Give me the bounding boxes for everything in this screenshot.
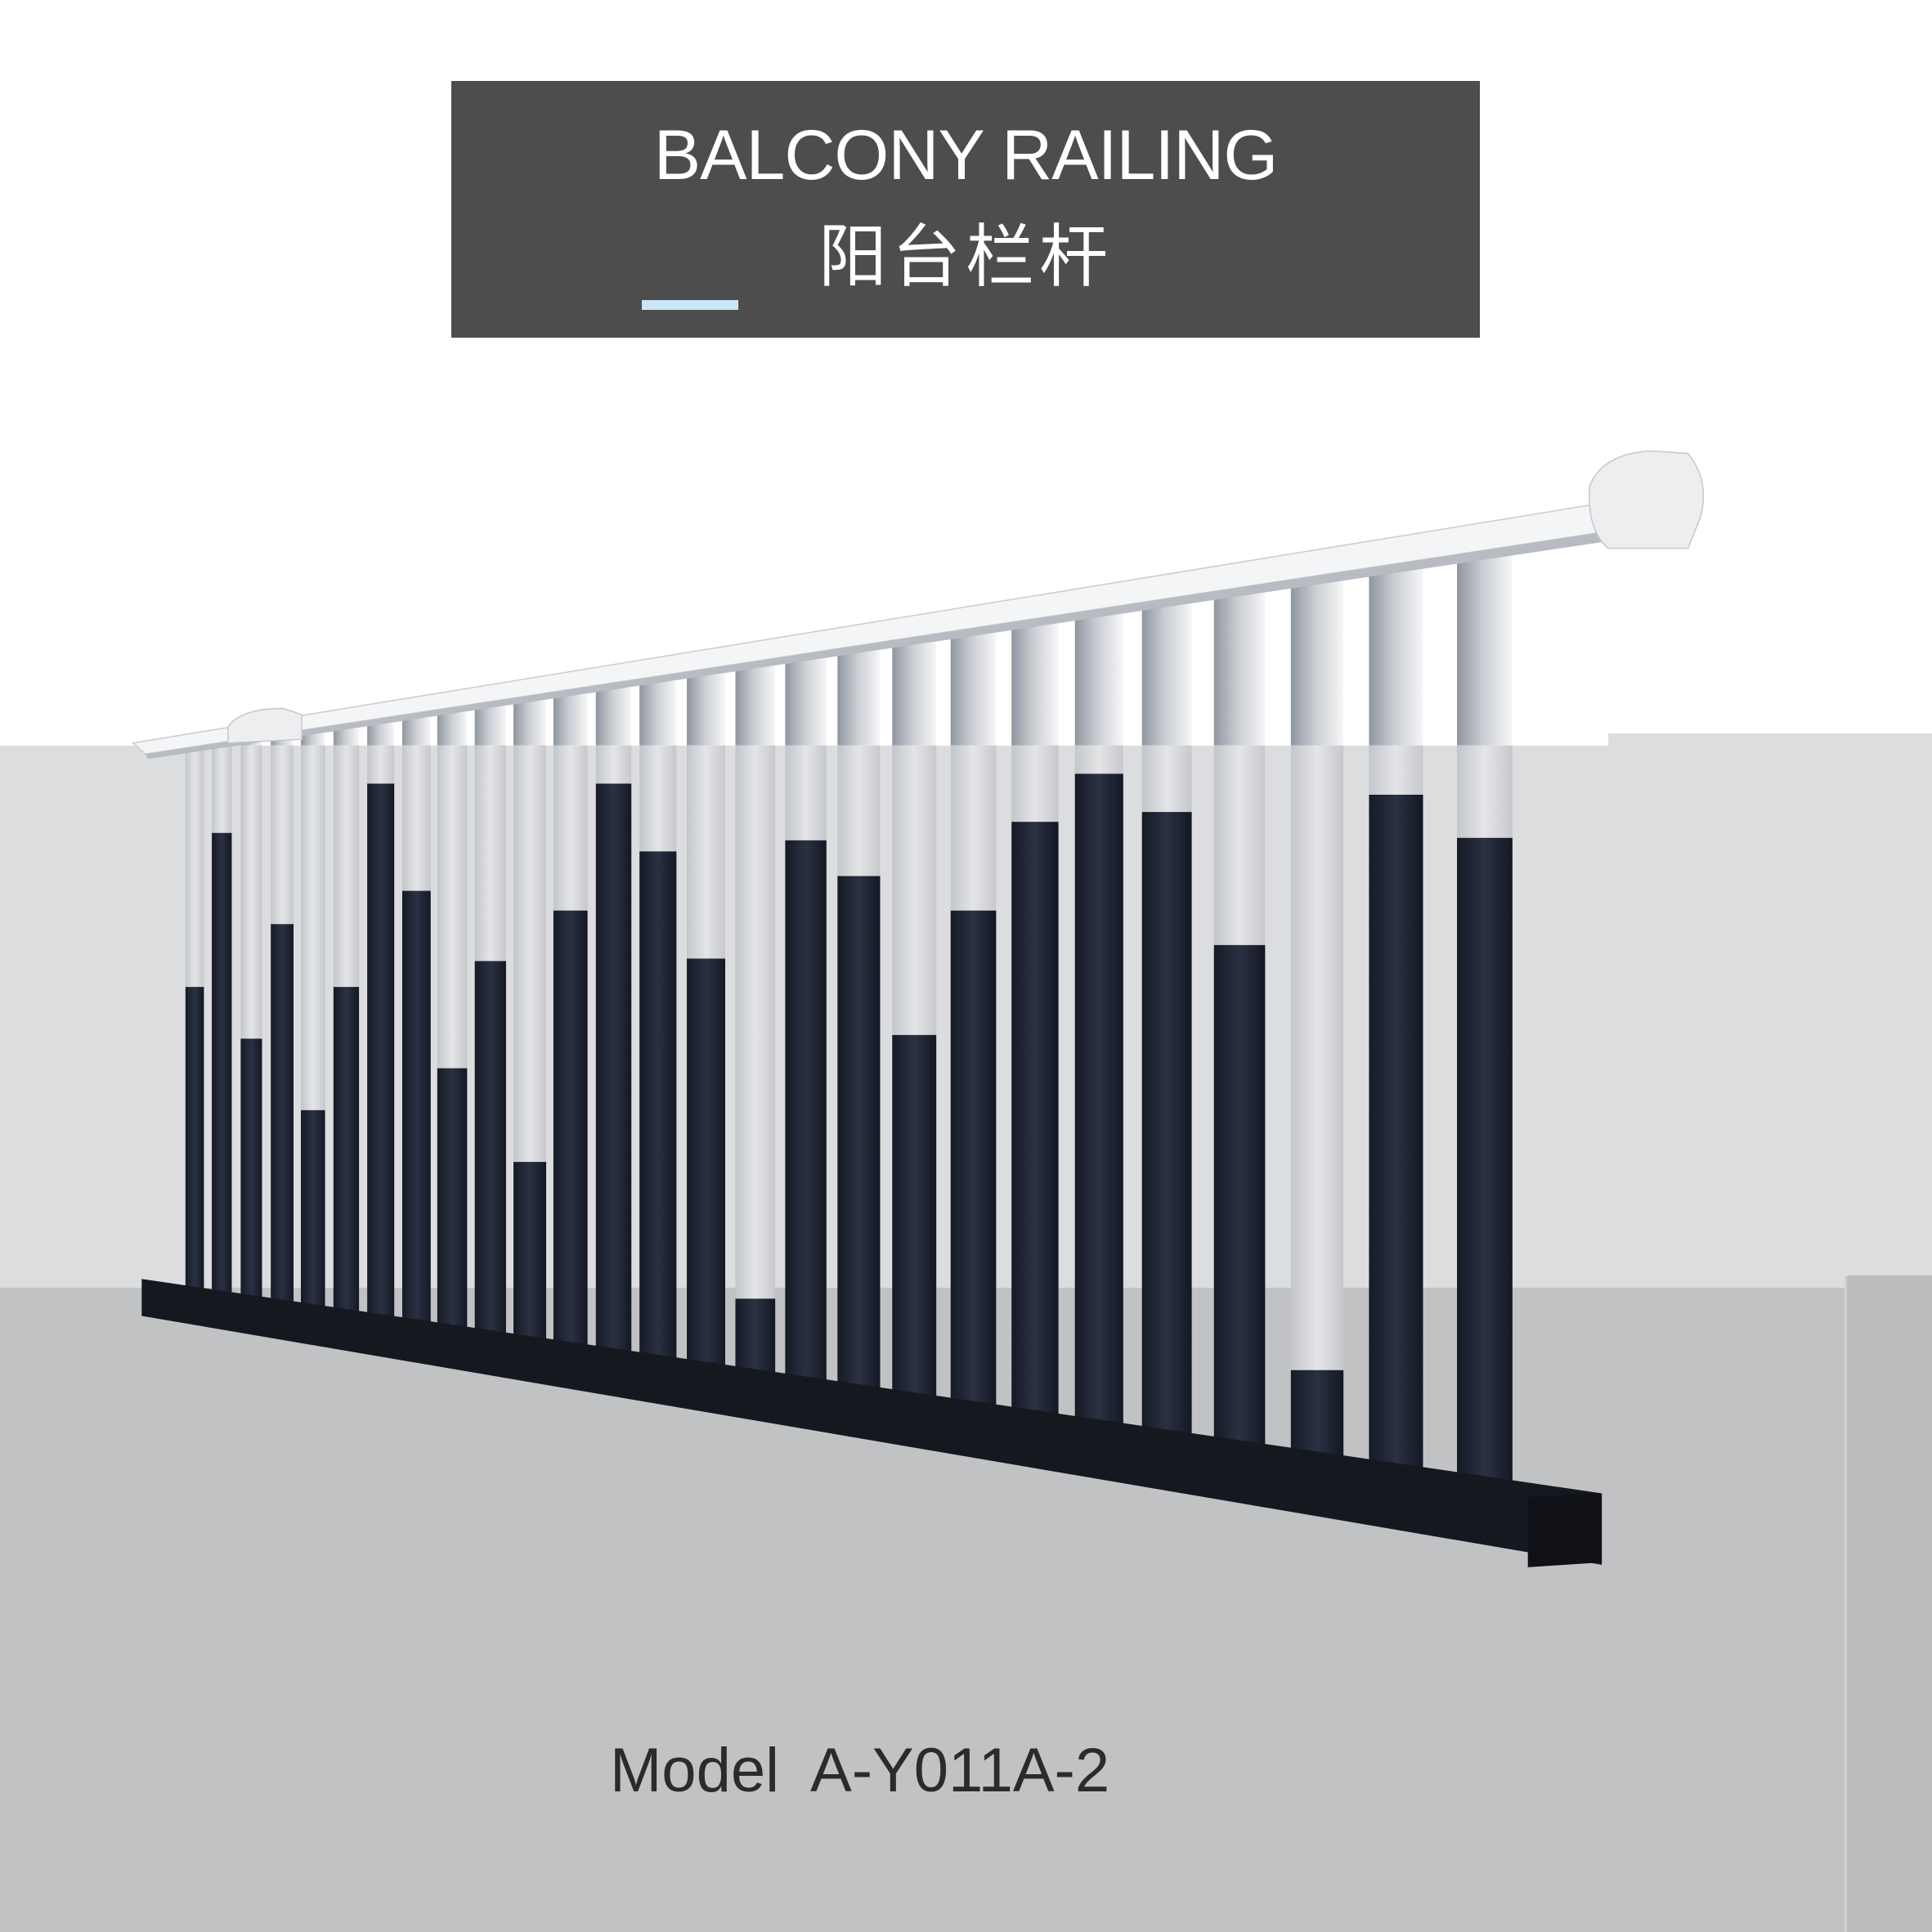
post-upper [553,694,588,746]
model-caption: Model A-Y011A-2 [610,1735,1109,1806]
post-light-segment [513,745,547,1163]
post-dark-segment [639,851,677,1365]
post-light-segment [240,745,262,1039]
post-dark-segment [333,987,360,1314]
post-light-segment [212,745,232,833]
post-dark-segment [240,1038,262,1298]
model-code: A-Y011A-2 [810,1736,1110,1805]
post-light-segment [639,745,677,852]
post-upper [785,658,827,746]
post-dark-segment [367,783,395,1320]
post-light-segment [687,745,725,959]
post-dark-segment [687,958,725,1372]
post-light-segment [271,745,294,925]
post-dark-segment [735,1298,776,1380]
post-light-segment [892,745,937,1035]
background-pillar [1845,1275,1932,1932]
post-dark-segment [271,924,294,1304]
post-upper [1290,580,1344,746]
post-light-segment [474,745,506,962]
post-upper [892,642,937,746]
post-dark-segment [212,832,232,1294]
post-light-segment [595,745,632,784]
post-upper [367,723,395,746]
post-upper [1074,614,1123,746]
post-light-segment [735,745,776,1299]
post-light-segment [785,745,827,840]
title-english: BALCONY RAILING [653,116,1278,195]
background-wall-step [1608,733,1932,750]
post-light-segment [1011,745,1059,823]
post-dark-segment [1141,812,1192,1446]
post-light-segment [333,745,360,988]
post-upper [474,706,506,746]
post-light-segment [437,745,468,1069]
handrail-end-cap [1588,450,1705,549]
model-label: Model [610,1736,779,1805]
post-dark-segment [1213,944,1266,1458]
post-dark-segment [1011,822,1059,1425]
post-dark-segment [837,876,881,1396]
post-upper [950,633,997,746]
post-dark-segment [1074,773,1123,1436]
post-dark-segment [437,1068,468,1331]
post-dark-segment [513,1162,547,1343]
post-upper [639,681,677,746]
handrail-left-cap [227,707,303,744]
post-light-segment [185,745,204,988]
post-light-segment [837,745,881,876]
post-dark-segment [401,890,431,1325]
post-upper [271,737,294,746]
post-upper [513,700,547,746]
post-light-segment [1074,745,1123,774]
post-upper [333,728,360,746]
post-upper [1141,603,1192,746]
post-dark-segment [950,910,997,1415]
post-light-segment [553,745,588,911]
post-dark-segment [1369,795,1423,1483]
post-upper [735,666,776,746]
post-upper [687,674,725,746]
post-dark-segment [785,840,827,1388]
post-dark-segment [553,910,588,1350]
post-light-segment [1141,745,1192,813]
post-light-segment [301,745,325,1110]
post-light-segment [1213,745,1266,945]
post-upper [1457,555,1513,746]
post-dark-segment [892,1034,937,1405]
post-upper [301,733,325,746]
post-upper [1213,592,1266,746]
post-dark-segment [595,783,632,1357]
post-light-segment [1457,745,1513,838]
post-upper [595,688,632,746]
post-upper [401,717,431,746]
post-upper [837,650,881,746]
post-dark-segment [185,987,204,1289]
railing-posts [185,555,1513,1498]
title-banner: BALCONY RAILING 阳台栏杆 [451,81,1480,338]
post-light-segment [1290,745,1344,1370]
post-upper [240,742,262,746]
top-handrail-shadow [145,532,1603,760]
post-upper [1369,568,1423,746]
title-chinese: 阳台栏杆 [818,218,1113,295]
post-upper [1011,623,1059,746]
post-dark-segment [1457,837,1513,1498]
post-light-segment [401,745,431,891]
post-light-segment [1369,745,1423,796]
bottom-rail [141,1279,1603,1565]
post-upper [437,712,468,746]
bottom-rail-end-cap [1527,1493,1603,1567]
post-light-segment [950,745,997,911]
post-light-segment [367,745,395,784]
title-accent-bar [642,300,738,310]
post-dark-segment [474,961,506,1338]
post-dark-segment [301,1109,325,1309]
